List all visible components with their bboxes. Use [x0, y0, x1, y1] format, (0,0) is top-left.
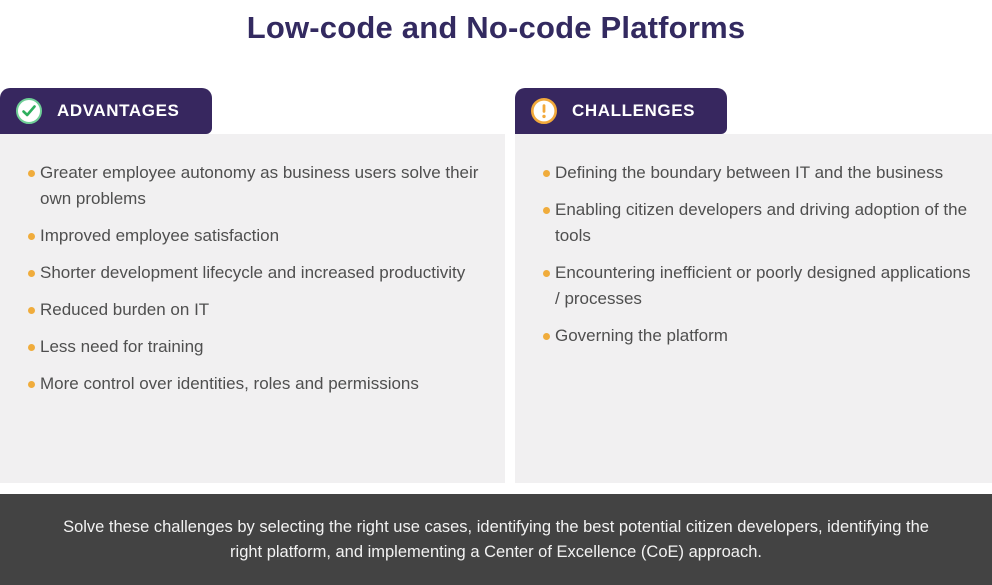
advantages-header-label: ADVANTAGES: [57, 101, 180, 120]
list-item-text: Improved employee satisfaction: [40, 226, 280, 245]
list-item: Governing the platform: [515, 323, 978, 349]
bullet-icon: [28, 270, 35, 277]
list-item: More control over identities, roles and …: [0, 371, 491, 397]
list-item: Defining the boundary between IT and the…: [515, 160, 978, 186]
bullet-icon: [28, 233, 35, 240]
list-item: Shorter development lifecycle and increa…: [0, 260, 491, 286]
bullet-icon: [543, 270, 550, 277]
list-item: Encountering inefficient or poorly desig…: [515, 260, 978, 312]
list-item-text: Encountering inefficient or poorly desig…: [555, 263, 971, 308]
footer-text: Solve these challenges by selecting the …: [63, 517, 929, 561]
check-circle-icon: [16, 98, 42, 124]
list-item-text: Less need for training: [40, 337, 204, 356]
bullet-icon: [28, 307, 35, 314]
footer-banner: Solve these challenges by selecting the …: [0, 494, 992, 585]
list-item-text: Reduced burden on IT: [40, 300, 210, 319]
advantages-header-badge: ADVANTAGES: [0, 88, 212, 134]
bullet-icon: [28, 170, 35, 177]
bullet-icon: [28, 344, 35, 351]
challenges-panel: Defining the boundary between IT and the…: [515, 134, 992, 483]
bullet-icon: [28, 381, 35, 388]
list-item-text: Shorter development lifecycle and increa…: [40, 263, 466, 282]
challenges-header-label: CHALLENGES: [572, 101, 696, 120]
list-item: Less need for training: [0, 334, 491, 360]
challenges-list: Defining the boundary between IT and the…: [515, 160, 978, 349]
advantages-column: ADVANTAGES Greater employee autonomy as …: [0, 88, 505, 483]
list-item-text: More control over identities, roles and …: [40, 374, 419, 393]
bullet-icon: [543, 207, 550, 214]
challenges-header-badge: CHALLENGES: [515, 88, 727, 134]
exclamation-circle-icon: [531, 98, 557, 124]
list-item-text: Enabling citizen developers and driving …: [555, 200, 968, 245]
list-item-text: Defining the boundary between IT and the…: [555, 163, 944, 182]
page-title: Low-code and No-code Platforms: [246, 10, 746, 45]
list-item: Improved employee satisfaction: [0, 223, 491, 249]
advantages-list: Greater employee autonomy as business us…: [0, 160, 491, 397]
list-item-text: Governing the platform: [555, 326, 728, 345]
list-item: Reduced burden on IT: [0, 297, 491, 323]
advantages-panel: Greater employee autonomy as business us…: [0, 134, 505, 483]
list-item: Enabling citizen developers and driving …: [515, 197, 978, 249]
challenges-column: CHALLENGES Defining the boundary between…: [515, 88, 992, 483]
list-item: Greater employee autonomy as business us…: [0, 160, 491, 212]
bullet-icon: [543, 333, 550, 340]
list-item-text: Greater employee autonomy as business us…: [40, 163, 479, 208]
bullet-icon: [543, 170, 550, 177]
